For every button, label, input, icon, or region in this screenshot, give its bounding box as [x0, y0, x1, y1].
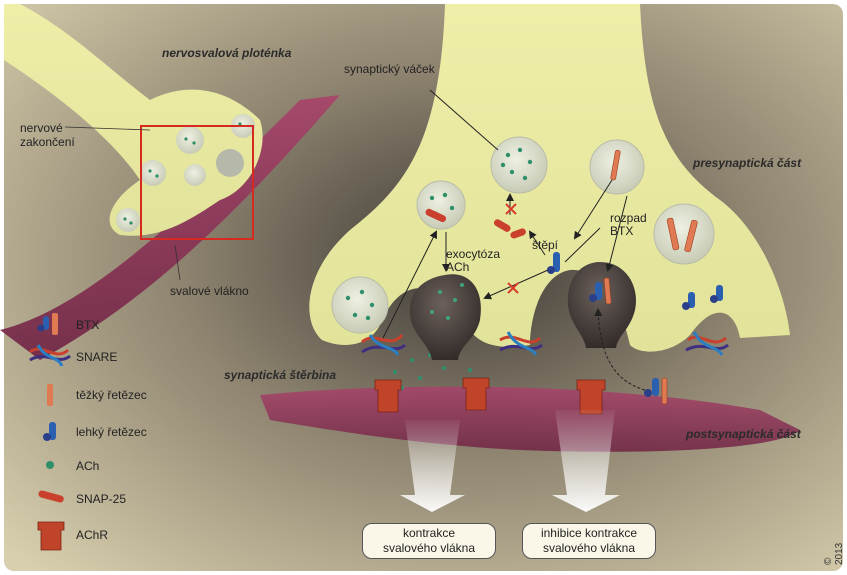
contraction-arrow: [400, 420, 465, 512]
legend-snap25: SNAP-25: [76, 492, 127, 506]
light-chains: [547, 252, 723, 397]
inhibition-arrow: [552, 410, 620, 512]
legend-icons: [29, 313, 71, 551]
presynaptic-terminal: [309, 4, 790, 352]
ach-icon: [46, 461, 54, 469]
light-chain-icon: [43, 422, 56, 441]
legend-snare: SNARE: [76, 350, 118, 364]
heavy-chain-icon: [47, 384, 53, 406]
fusing-vesicle: [409, 274, 481, 360]
cleaves-label: štěpí: [532, 238, 559, 252]
presynaptic-label: presynaptická část: [693, 156, 802, 170]
contraction-outcome: kontrakce svalového vlákna: [362, 523, 496, 559]
btx-icon: [37, 313, 58, 335]
neuromuscular-plate-label: nervosvalová ploténka: [162, 46, 292, 60]
snap25-fragments: [425, 208, 526, 239]
blocked-vesicle: [567, 262, 636, 348]
achr-icon: [37, 521, 65, 551]
legend-ach: ACh: [76, 459, 100, 473]
nerve-ending-label: nervové zakončení: [20, 121, 75, 149]
copyright-signature: © 2013: [823, 542, 845, 565]
snap25-icon: [38, 490, 64, 503]
heavy-chains: [603, 149, 698, 405]
muscle-fiber-leader: [174, 244, 181, 281]
postsynaptic-label: postsynaptická část: [686, 427, 801, 441]
process-arrows: [382, 89, 646, 391]
legend-heavy-chain: těžký řetězec: [76, 388, 147, 402]
synaptic-vesicle-label: synaptický váček: [344, 62, 435, 76]
inhibition-outcome: inhibice kontrakce svalového vlákna: [522, 523, 656, 559]
snare-complexes: [360, 331, 729, 356]
exocytosis-label: exocytóza ACh: [446, 247, 501, 274]
zoom-highlight-box: [140, 125, 254, 240]
legend-achr: AChR: [76, 528, 109, 542]
ach-receptors: [374, 377, 606, 415]
nerve-ending-leader: [64, 126, 151, 131]
snare-icon: [29, 344, 71, 367]
legend-light-chain: lehký řetězec: [76, 425, 147, 439]
legend-btx: BTX: [76, 318, 100, 332]
block-marks: [505, 203, 519, 294]
muscle-fiber-label: svalové vlákno: [170, 284, 249, 298]
overview-vesicles: [116, 114, 255, 232]
btx-breakdown-label: rozpad BTX: [610, 211, 647, 238]
synaptic-cleft-label: synaptická štěrbina: [224, 368, 337, 382]
